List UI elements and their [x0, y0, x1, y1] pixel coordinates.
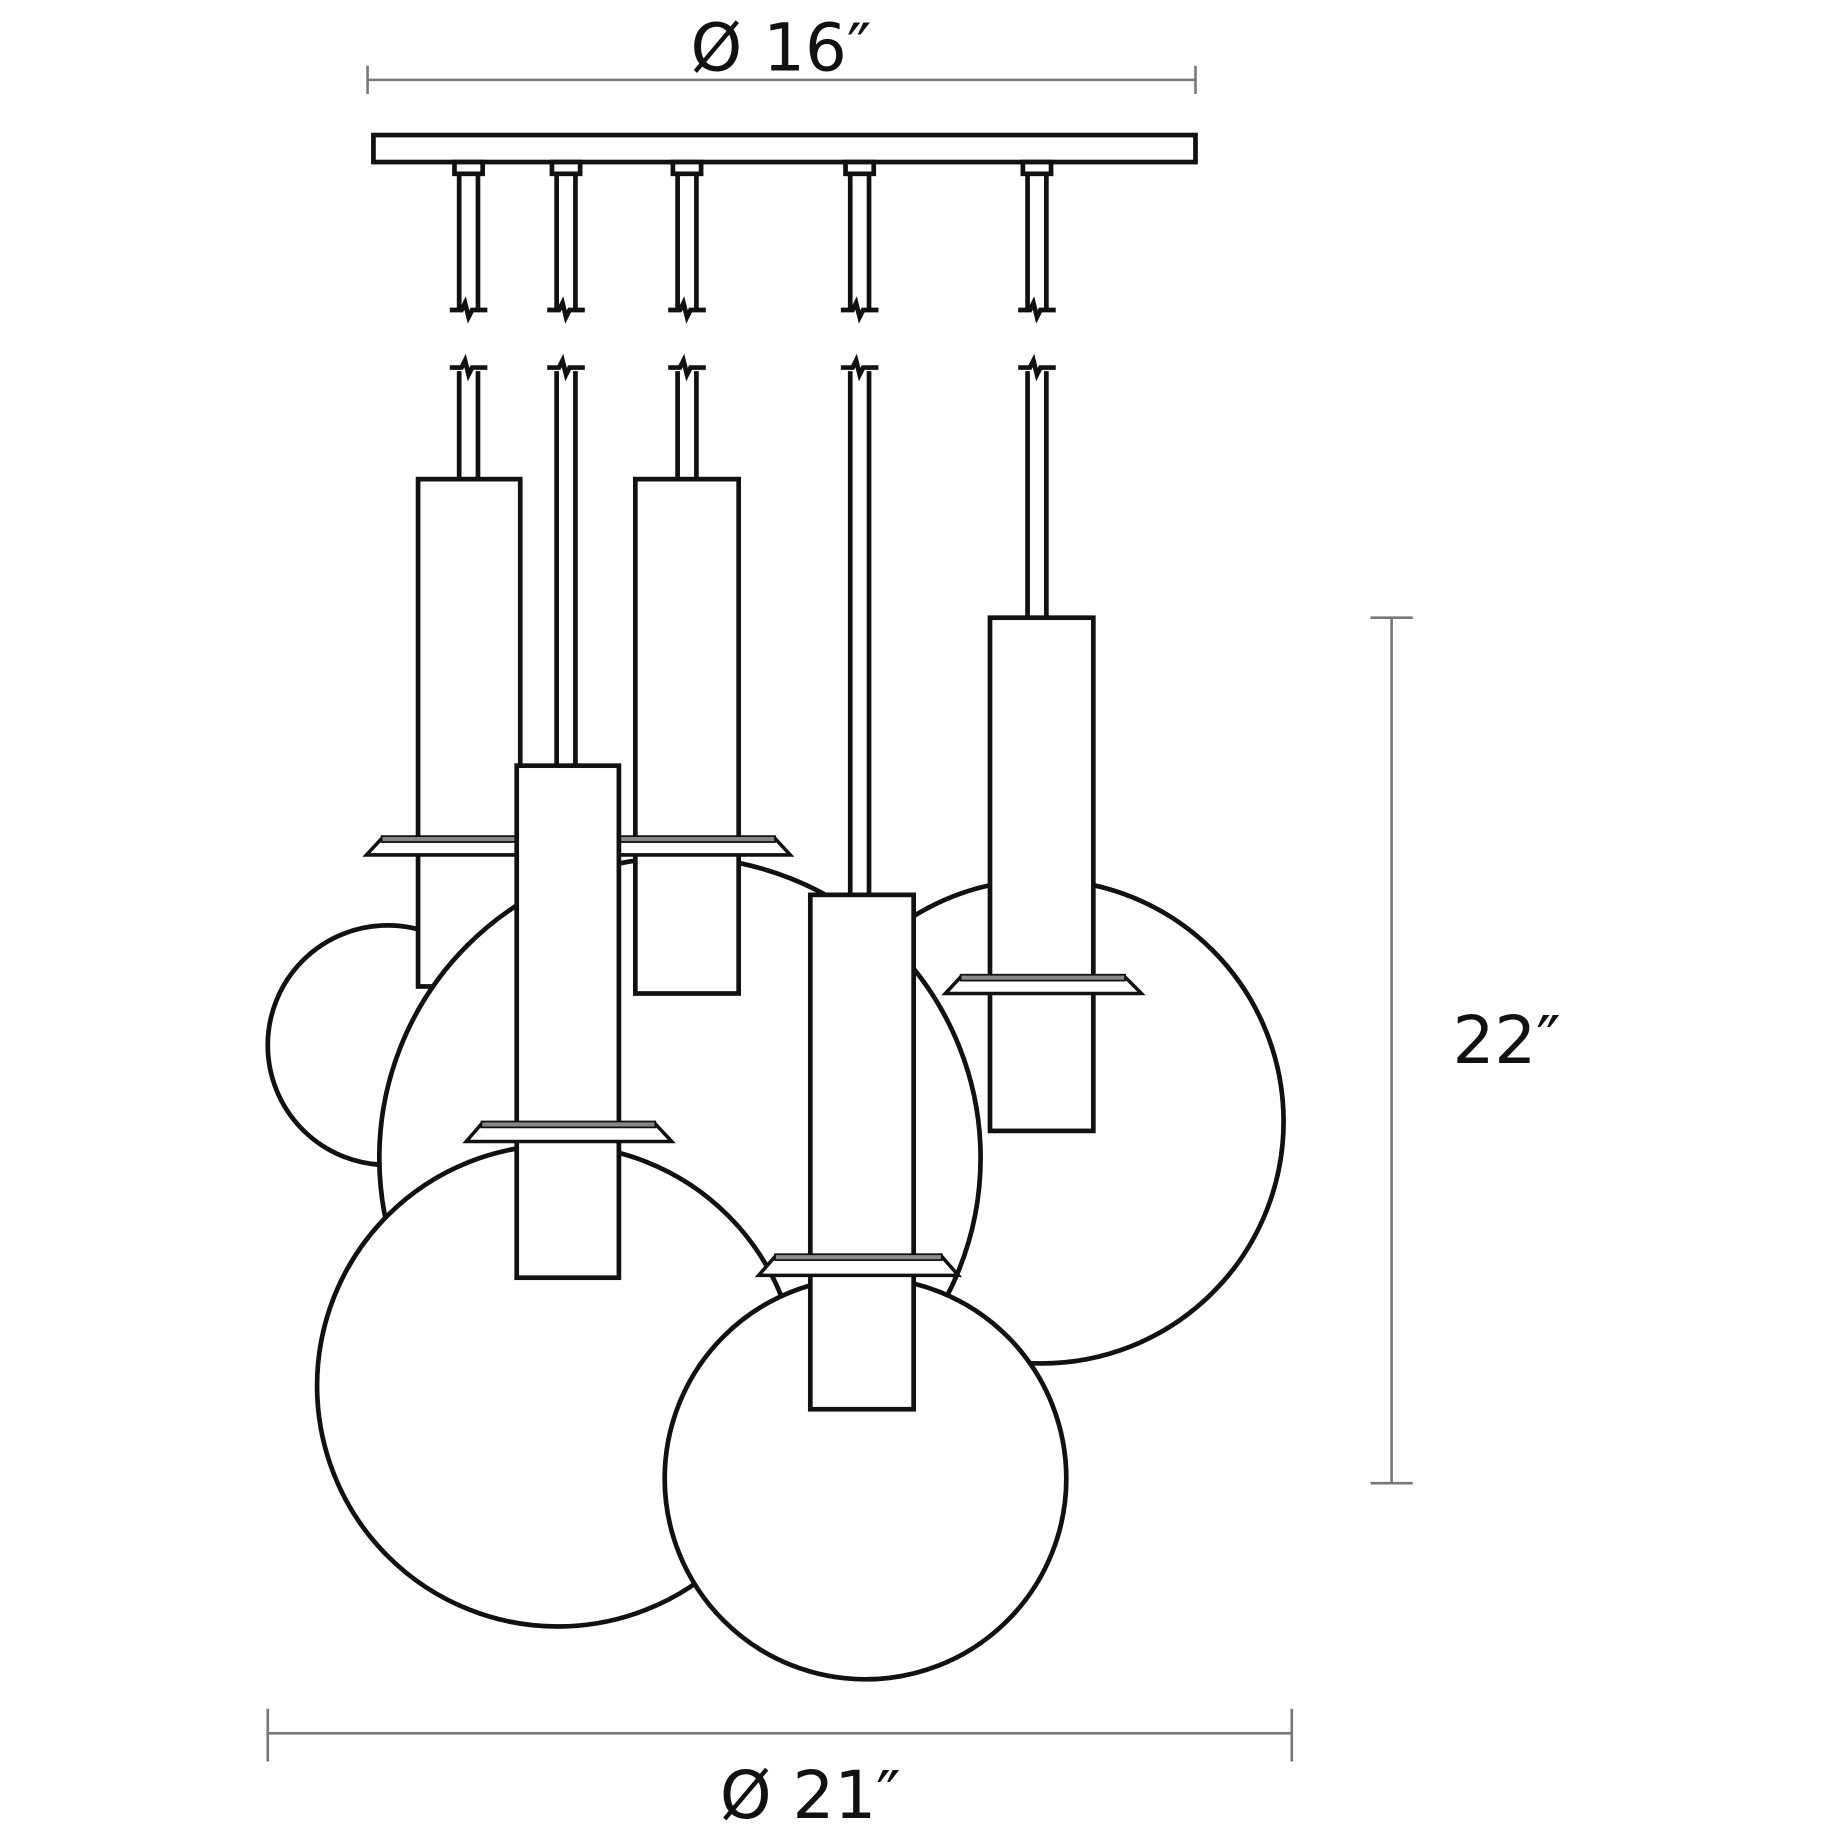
top-dimension: Ø 16″ [366, 9, 1197, 94]
bottom-dimension: Ø 21″ [266, 1708, 1294, 1832]
top-dimension-label: Ø 16″ [691, 9, 872, 86]
bottom-dimension-label: Ø 21″ [720, 1757, 901, 1832]
height-dimension-label: 22″ [1453, 1002, 1561, 1079]
pendant-4 [662, 371, 1069, 1682]
canopy [371, 132, 1198, 165]
upper-stems [449, 159, 1056, 382]
height-dimension: 22″ [1370, 616, 1561, 1485]
